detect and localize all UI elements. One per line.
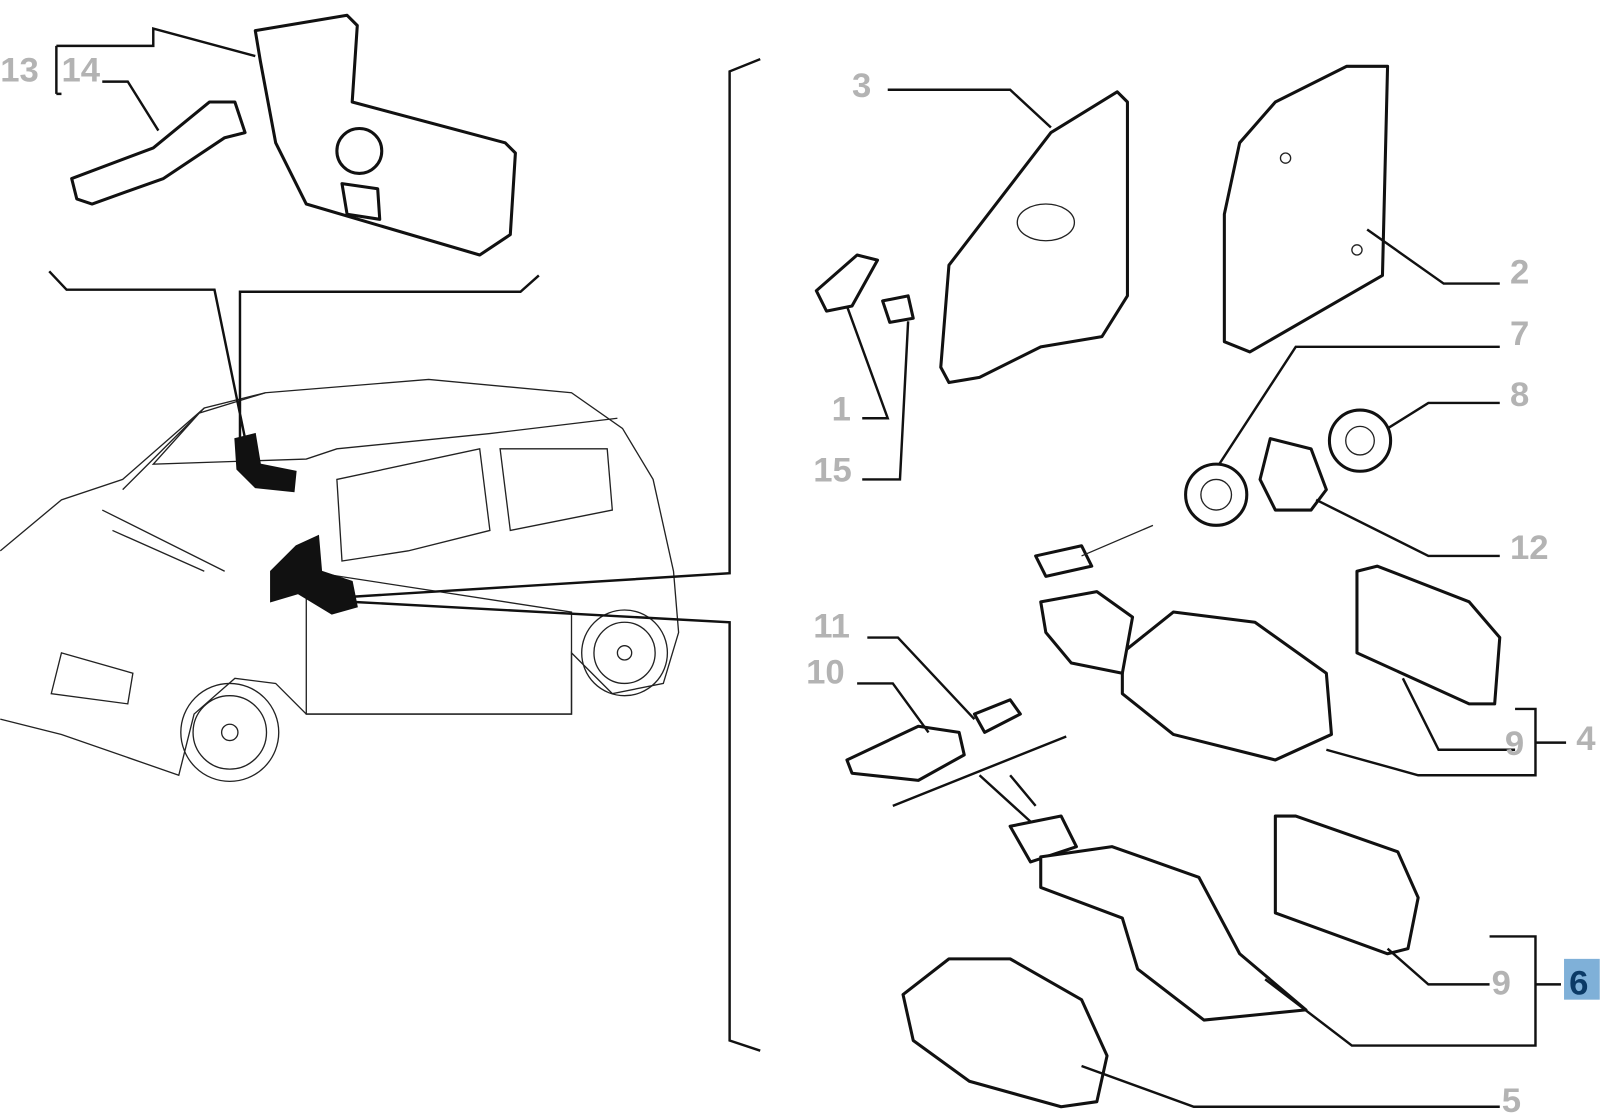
part-label-2: 2	[1510, 254, 1529, 292]
mirror-assembly-part	[1120, 610, 1333, 762]
mirror-cover-part	[901, 957, 1109, 1109]
part-label-3: 3	[852, 67, 871, 105]
part-label-15: 15	[813, 451, 852, 489]
part-label-14: 14	[61, 52, 100, 90]
highlight-box	[1564, 958, 1600, 1000]
part-label-4: 4	[1576, 720, 1596, 758]
part-label-9-upper: 9	[1505, 725, 1524, 763]
part-label-6-highlighted[interactable]: 6	[1569, 965, 1588, 1003]
part-label-12: 12	[1510, 529, 1549, 567]
part-label-10: 10	[806, 653, 845, 691]
part-label-1: 1	[832, 390, 851, 428]
part-label-13: 13	[0, 52, 39, 90]
car-illustration	[0, 378, 680, 783]
part-label-8: 8	[1510, 376, 1529, 414]
part-label-9-lower: 9	[1492, 965, 1511, 1003]
part-label-11: 11	[813, 608, 850, 646]
part-label-7: 7	[1510, 315, 1529, 353]
mirror-base-part	[939, 90, 1129, 385]
rear-view-mirror-part	[70, 13, 517, 257]
mirror-glass-part	[1222, 64, 1390, 354]
part-label-5: 5	[1502, 1082, 1521, 1118]
